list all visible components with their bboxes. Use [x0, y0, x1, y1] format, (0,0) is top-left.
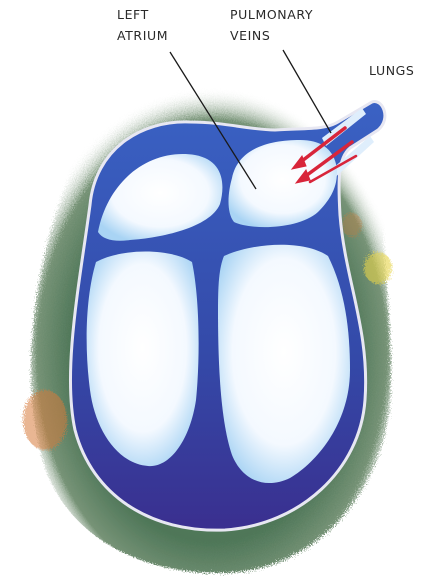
label-left-atrium-line2: ATRIUM	[117, 25, 168, 46]
label-pulmonary-veins-line1: PULMONARY	[230, 4, 313, 25]
label-pulmonary-veins-line2: VEINS	[230, 25, 313, 46]
label-left-atrium: LEFT ATRIUM	[117, 4, 168, 46]
label-left-atrium-line1: LEFT	[117, 4, 168, 25]
label-lungs: LUNGS	[369, 60, 414, 81]
label-pulmonary-veins: PULMONARY VEINS	[230, 4, 313, 46]
